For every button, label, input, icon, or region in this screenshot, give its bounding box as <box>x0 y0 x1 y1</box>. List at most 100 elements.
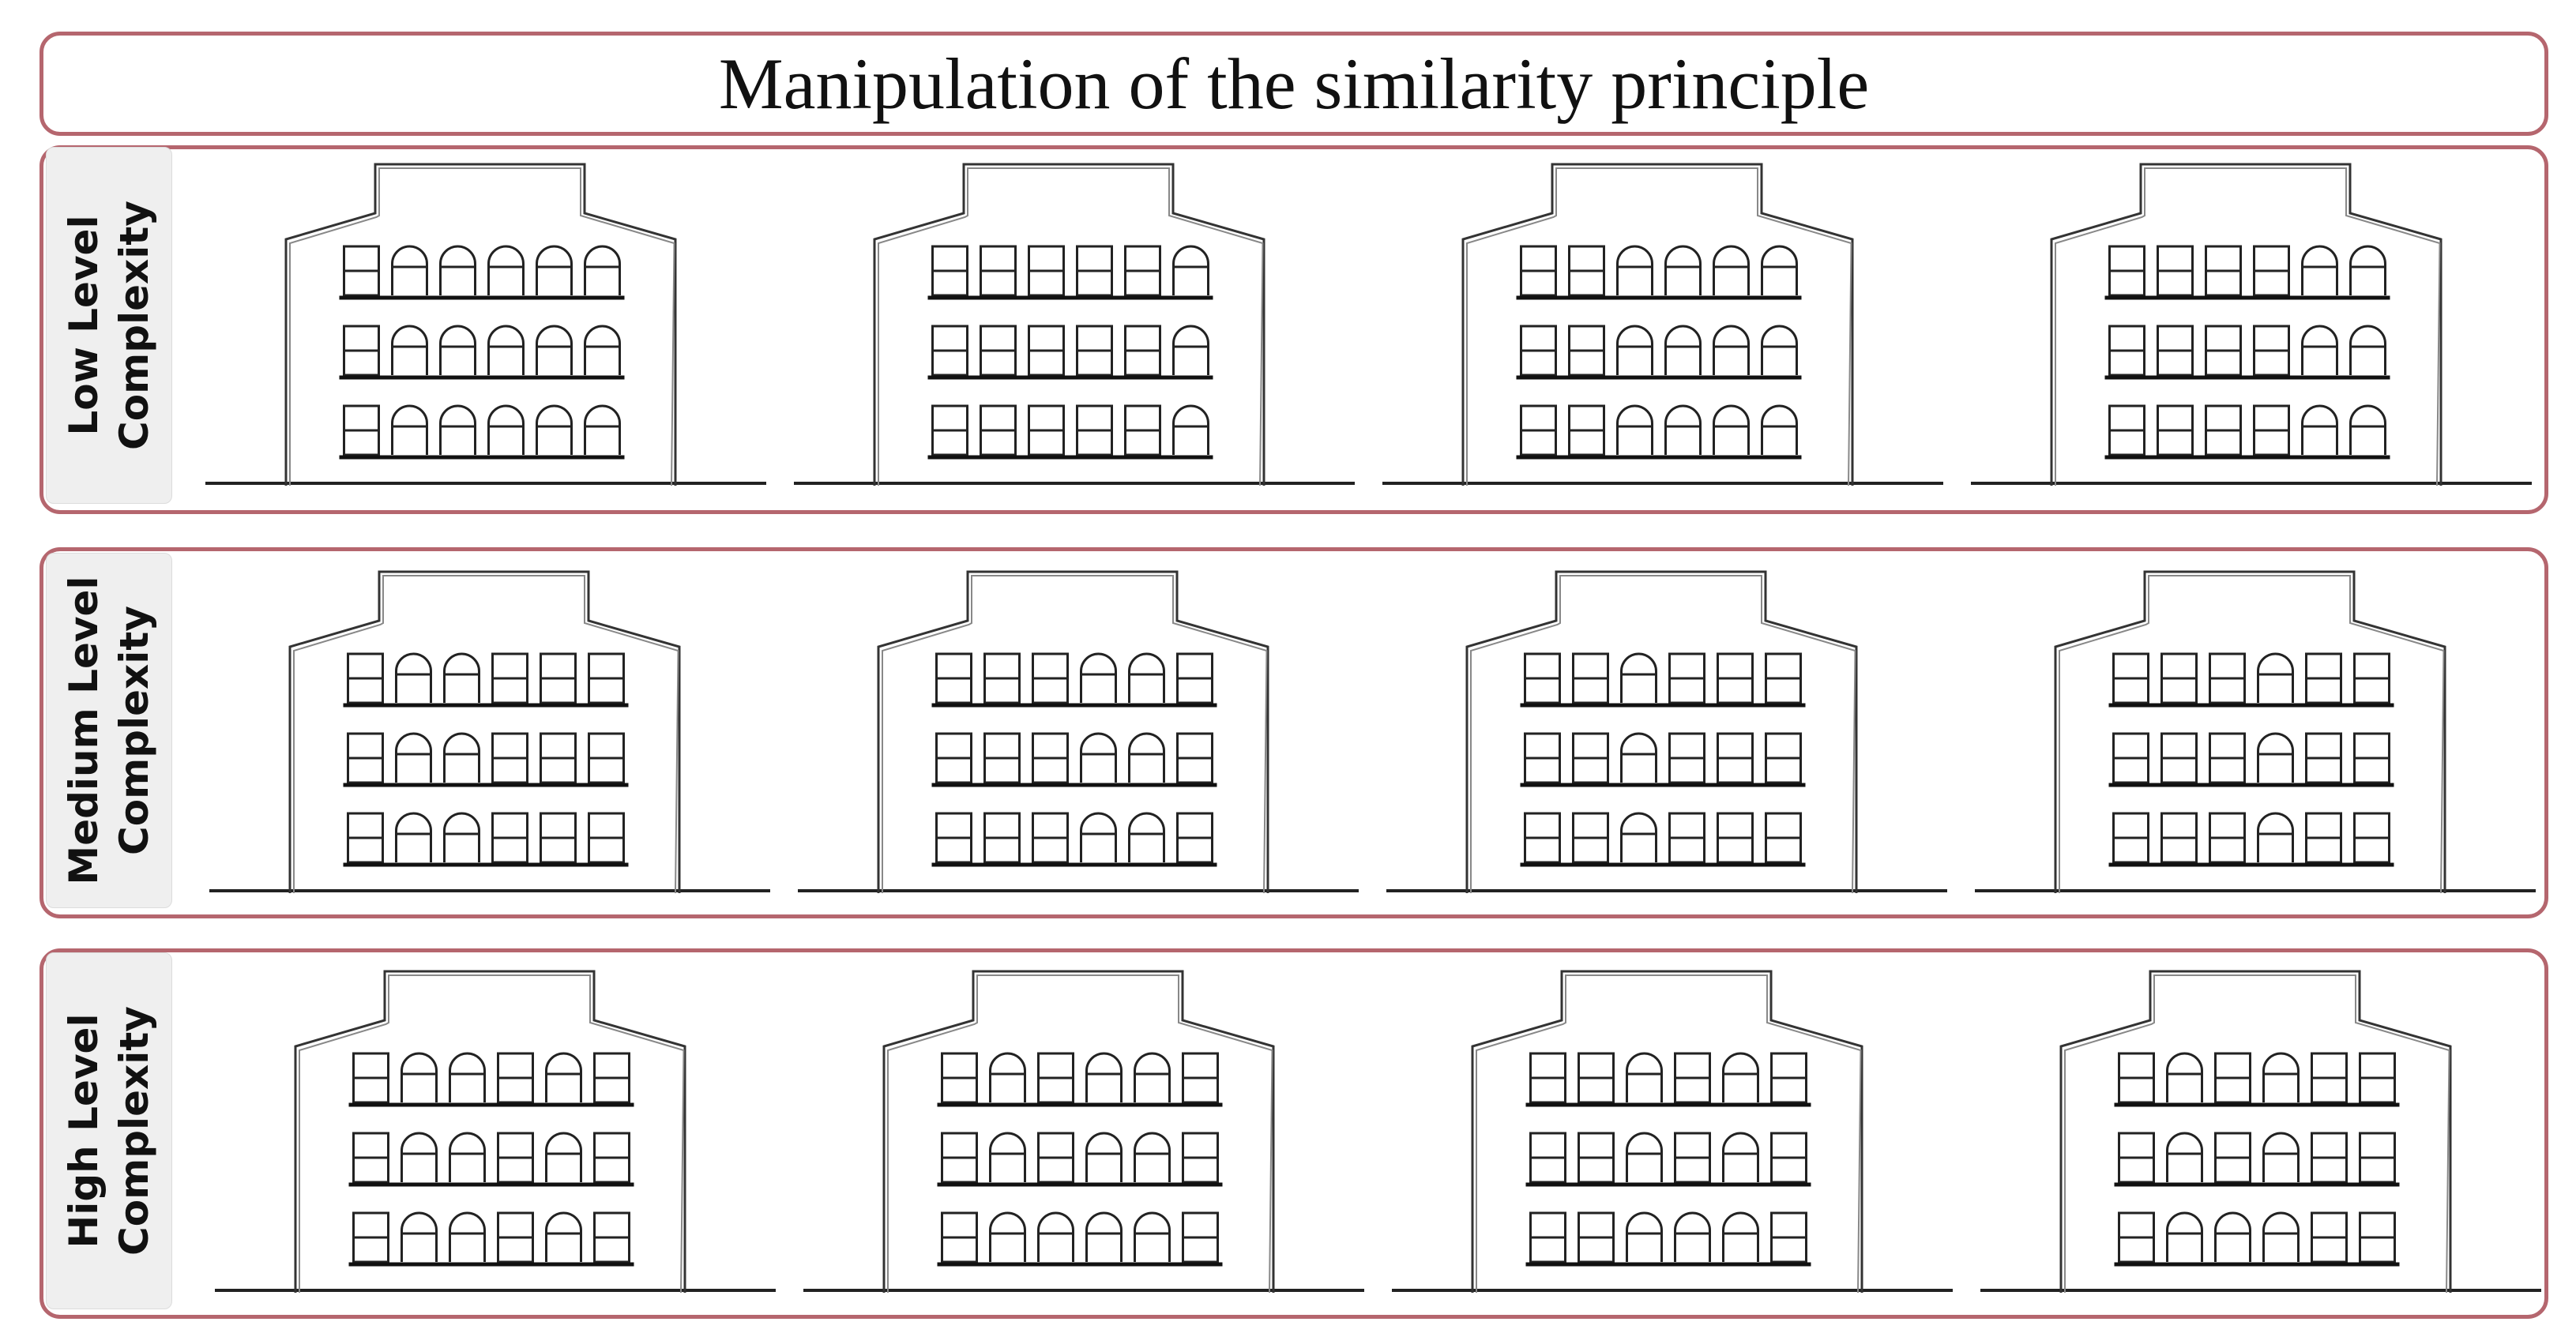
rectangular-window <box>2209 652 2246 704</box>
rectangular-window <box>2205 404 2242 456</box>
arched-window <box>1664 404 1702 455</box>
rectangular-window <box>2353 812 2390 864</box>
rectangular-window <box>2305 812 2342 864</box>
rectangular-window <box>1529 1132 1566 1184</box>
building-facade <box>1386 570 1947 894</box>
arched-window <box>391 245 428 295</box>
rectangular-window <box>2253 404 2290 456</box>
rectangular-window <box>2108 245 2145 297</box>
row-label-line1: Low Level <box>61 215 107 436</box>
arched-window <box>1085 1132 1123 1182</box>
facade-inner-outline <box>293 575 679 894</box>
facade-outline <box>288 570 681 893</box>
rectangular-window <box>1572 732 1609 784</box>
rectangular-window <box>1568 325 1605 377</box>
rectangular-window <box>1765 652 1802 704</box>
rectangular-window <box>2311 1211 2348 1264</box>
arched-window <box>449 1132 486 1182</box>
rectangular-window <box>491 812 528 864</box>
rectangular-window <box>2214 1052 2251 1104</box>
arched-window <box>1761 325 1798 375</box>
facade-inner-outline <box>2055 167 2441 486</box>
rectangular-window <box>1578 1211 1615 1264</box>
rectangular-window <box>2112 732 2149 784</box>
rectangular-window <box>2157 245 2194 297</box>
rectangular-window <box>1572 812 1609 864</box>
rectangular-window <box>1176 652 1213 704</box>
arched-window <box>2166 1052 2203 1102</box>
arched-window <box>1616 404 1653 455</box>
facade-inner-outline <box>887 974 1273 1294</box>
arched-window <box>1674 1211 1711 1262</box>
arched-window <box>1761 245 1798 295</box>
rectangular-window <box>2253 245 2290 297</box>
rectangular-window <box>1124 325 1161 377</box>
arched-window <box>545 1211 582 1262</box>
facade-outline <box>1461 163 1854 486</box>
arched-window <box>2262 1132 2300 1182</box>
arched-window <box>1713 404 1750 455</box>
rectangular-window <box>1124 245 1161 297</box>
facade-inner-outline <box>1476 974 1862 1294</box>
building-facade <box>1975 570 2536 894</box>
facade-inner-outline <box>299 974 685 1294</box>
arched-window <box>1620 652 1657 703</box>
rectangular-window <box>593 1132 630 1184</box>
arched-window <box>584 325 621 375</box>
rectangular-window <box>343 245 380 297</box>
rectangular-window <box>352 1052 389 1104</box>
facade-outline <box>2054 570 2446 893</box>
arched-window <box>487 404 525 455</box>
rectangular-window <box>2359 1211 2396 1264</box>
rectangular-window <box>2160 652 2198 704</box>
arched-window <box>391 325 428 375</box>
arched-window <box>1616 325 1653 375</box>
row-label-line1: Medium Level <box>61 576 107 885</box>
rectangular-window <box>2205 245 2242 297</box>
row-low-complexity <box>39 145 2548 514</box>
rectangular-window <box>941 1211 978 1264</box>
rectangular-window <box>1770 1211 1807 1264</box>
rectangular-window <box>1076 325 1113 377</box>
rectangular-window <box>2353 652 2390 704</box>
rectangular-window <box>1674 1052 1711 1104</box>
arched-window <box>1722 1132 1759 1182</box>
rectangular-window <box>941 1052 978 1104</box>
rectangular-window <box>1674 1132 1711 1184</box>
arched-window <box>2166 1132 2203 1182</box>
arched-window <box>443 812 480 862</box>
title-box: Manipulation of the similarity principle <box>39 32 2548 136</box>
rectangular-window <box>1668 812 1705 864</box>
rectangular-window <box>1037 1132 1074 1184</box>
arched-window <box>1080 812 1117 862</box>
rectangular-window <box>343 325 380 377</box>
rectangular-window <box>1765 732 1802 784</box>
arched-window <box>1172 404 1209 455</box>
rectangular-window <box>1124 404 1161 456</box>
arched-window <box>536 325 573 375</box>
rectangular-window <box>1520 404 1557 456</box>
arched-window <box>1722 1211 1759 1262</box>
facade-inner-outline <box>2064 974 2450 1294</box>
rectangular-window <box>941 1132 978 1184</box>
rectangular-window <box>1076 404 1113 456</box>
building-facade <box>1382 163 1943 486</box>
rectangular-window <box>2160 812 2198 864</box>
rectangular-window <box>2108 404 2145 456</box>
rectangular-window <box>983 732 1021 784</box>
arched-window <box>584 245 621 295</box>
rectangular-window <box>593 1211 630 1264</box>
rectangular-window <box>1076 245 1113 297</box>
arched-window <box>449 1052 486 1102</box>
row-label-line2: Complexity <box>111 606 157 855</box>
rectangular-window <box>980 404 1017 456</box>
arched-window <box>1134 1052 1171 1102</box>
facade-outline <box>2059 970 2452 1293</box>
rectangular-window <box>1568 245 1605 297</box>
arched-window <box>401 1052 438 1102</box>
rectangular-window <box>1770 1132 1807 1184</box>
arched-window <box>1761 404 1798 455</box>
rectangular-window <box>980 245 1017 297</box>
rectangular-window <box>2311 1052 2348 1104</box>
rectangular-window <box>931 245 968 297</box>
